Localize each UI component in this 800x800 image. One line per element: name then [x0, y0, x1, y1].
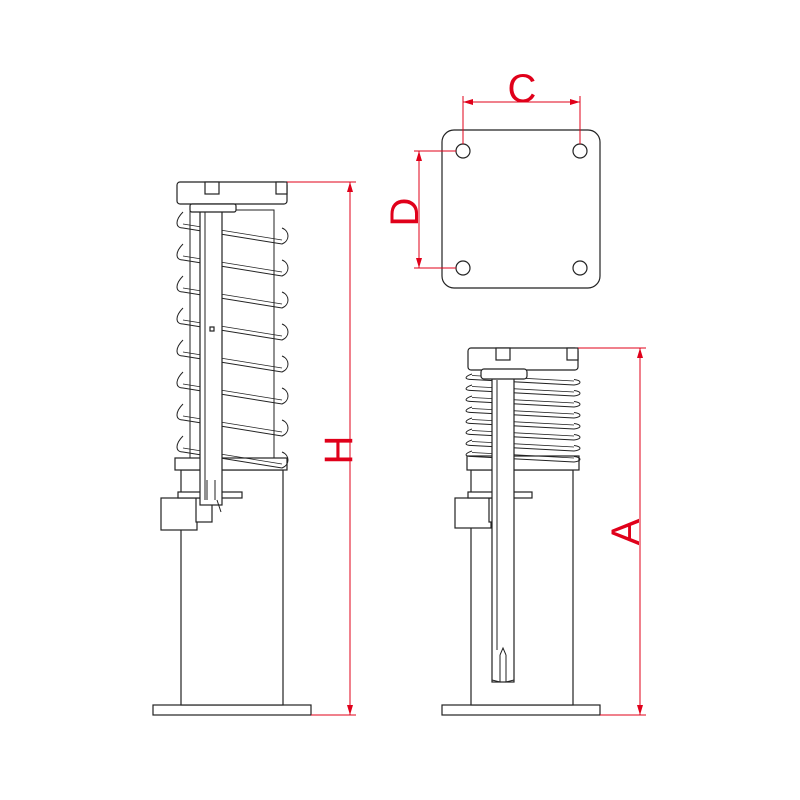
dimension-a: A	[578, 347, 648, 716]
extended-spring-coil-inner	[182, 319, 283, 337]
dimension-d: D	[383, 150, 456, 269]
compressed-center-rod	[491, 371, 515, 683]
dimension-a-arrow-bottom	[637, 705, 643, 715]
extended-center-rod	[199, 204, 223, 506]
compressed-base-plate	[441, 704, 601, 716]
extended-rod-pin	[209, 326, 215, 332]
compressed-spring-coil-inner	[471, 386, 575, 393]
extended-rod-tip	[206, 480, 222, 513]
mounting-plate-view	[441, 129, 601, 289]
compressed-spring-coil-inner	[471, 408, 575, 415]
extended-spring-coil	[176, 275, 289, 309]
extended-spring-coil	[176, 371, 289, 405]
compressed-spring-coil-inner	[471, 430, 575, 437]
dimension-a-label: A	[604, 518, 648, 545]
compressed-spring-coil	[465, 384, 581, 397]
mounting-hole-bottom-left	[455, 260, 471, 276]
extended-spring-coils	[176, 211, 289, 469]
dimension-c: C	[462, 67, 581, 144]
extended-spring-coil-inner	[182, 255, 283, 273]
dimension-c-arrow-left	[463, 99, 473, 105]
compressed-head-tab	[566, 347, 579, 361]
compressed-spring-coil-inner	[471, 397, 575, 404]
compressed-view	[441, 347, 601, 716]
dimension-c-arrow-right	[570, 99, 580, 105]
extended-base-plate	[152, 704, 312, 716]
extended-rod-cap	[189, 203, 237, 213]
dimension-a-arrow-top	[637, 348, 643, 358]
compressed-rod-cap	[480, 368, 528, 380]
compressed-spring-coil	[465, 373, 581, 386]
extended-spring-coil-inner	[182, 383, 283, 401]
compressed-spring-coil-inner	[471, 441, 575, 448]
extended-spring-coil-inner	[182, 287, 283, 305]
compressed-spring-coil	[465, 450, 581, 463]
dimension-d-arrow-bottom	[416, 258, 422, 268]
mounting-hole-bottom-right	[572, 260, 588, 276]
dimension-h-label: H	[317, 436, 361, 465]
dimension-c-label: C	[508, 67, 537, 111]
extended-spring-coil	[176, 243, 289, 277]
extended-head-notch	[204, 181, 220, 195]
compressed-spring-coil	[465, 439, 581, 452]
extended-top-head	[176, 181, 288, 205]
compressed-spring-coil	[465, 406, 581, 419]
extended-head-tab	[275, 181, 288, 195]
extended-spring-coil-inner	[182, 223, 283, 241]
compressed-head-notch	[495, 347, 511, 361]
dimension-h-arrow-top	[347, 182, 353, 192]
extended-spring-coil	[176, 435, 289, 469]
compressed-spring-plate	[466, 455, 580, 471]
dimensions: H A C D	[287, 67, 648, 716]
mounting-hole-top-left	[455, 143, 471, 159]
dimension-d-label: D	[383, 198, 427, 227]
mounting-plate	[441, 129, 601, 289]
extended-spring-coil-inner	[182, 415, 283, 433]
dimension-d-arrow-top	[416, 151, 422, 161]
compressed-spring-coil-inner	[471, 452, 575, 459]
compressed-spring-coil	[465, 395, 581, 408]
compressed-clamp-block	[454, 497, 492, 529]
mounting-hole-top-right	[572, 143, 588, 159]
extended-spring-coil-inner	[182, 351, 283, 369]
dimension-h-arrow-bottom	[347, 705, 353, 715]
extended-spring-coil	[176, 307, 289, 341]
extended-spring-coil	[176, 339, 289, 373]
compressed-spring-coil	[465, 417, 581, 430]
compressed-spring-coil	[465, 428, 581, 441]
compressed-rod-split-end	[491, 646, 515, 683]
extended-clamp-block	[160, 497, 198, 531]
dimension-h: H	[287, 181, 361, 716]
compressed-top-head	[467, 347, 579, 371]
compressed-spring-coils	[465, 373, 581, 463]
extended-spring-coil	[176, 211, 289, 245]
extended-view	[152, 181, 312, 716]
compressed-spring-coil-inner	[471, 419, 575, 426]
extended-spring-coil	[176, 403, 289, 437]
